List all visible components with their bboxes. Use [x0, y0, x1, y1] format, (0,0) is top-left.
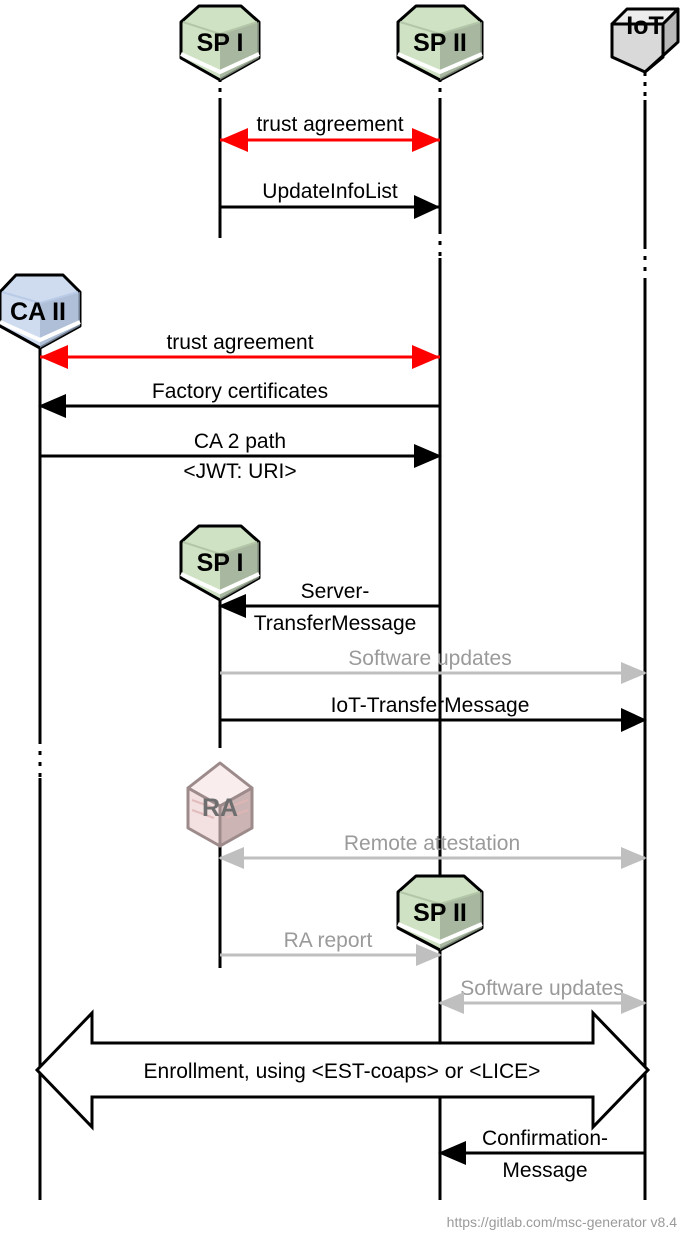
message-sublabel: <JWT: URI> — [183, 460, 296, 483]
message-label: trust agreement — [166, 331, 313, 354]
entity-head-iot: IoT — [610, 7, 680, 74]
message-updateinfolist: UpdateInfoList — [220, 180, 440, 219]
entity-label: SP I — [197, 29, 244, 57]
entity-shape-crease — [1, 291, 79, 305]
message-enrollment-block-arrow: Enrollment, using <EST-coaps> or <LICE> — [34, 1009, 651, 1131]
entity-shape-side — [643, 7, 680, 74]
message-ra-report: RA report — [220, 929, 442, 966]
entity-label: IoT — [626, 12, 664, 40]
message-label: CA 2 path — [194, 430, 286, 453]
arrowhead-right — [621, 662, 647, 684]
block-arrow-shape — [34, 1009, 651, 1131]
message-sublabel: TransferMessage — [254, 612, 417, 635]
entity-head-sp1-second: SP I — [179, 524, 261, 602]
arrowhead-left — [218, 847, 244, 869]
entity-shape-crease — [182, 541, 258, 556]
message-label: trust agreement — [256, 113, 403, 136]
message-confirmation-message: Confirmation- Message — [438, 1127, 645, 1182]
arrowhead-left — [220, 128, 248, 152]
entity-label: SP II — [413, 29, 467, 57]
message-label: IoT-TransferMessage — [331, 694, 530, 717]
message-label: RA report — [284, 929, 373, 952]
message-software-updates-sp1-iot: Software updates — [220, 647, 647, 684]
message-server-transfermessage: Server- TransferMessage — [218, 580, 440, 635]
entity-head-sp1: SP I — [179, 4, 261, 82]
entity-shape-hatch — [191, 799, 249, 819]
arrowhead-left — [438, 1141, 466, 1165]
entity-shape-highlight — [397, 52, 483, 75]
arrowhead-right — [416, 944, 442, 966]
entity-label: SP I — [197, 549, 244, 577]
arrowhead-right — [412, 128, 440, 152]
arrowhead-right — [621, 992, 647, 1014]
entity-label: RA — [202, 794, 238, 822]
message-factory-certificates: Factory certificates — [38, 380, 440, 418]
arrowhead-right — [412, 345, 440, 369]
entity-shape-crease — [182, 21, 258, 36]
entity-head-sp2-second: SP II — [396, 874, 484, 952]
message-software-updates-iot-sp2: Software updates — [438, 977, 647, 1014]
entity-shape-crease — [399, 891, 481, 906]
message-trust-agreement-sp1-sp2: trust agreement — [220, 113, 440, 152]
arrowhead-left — [218, 594, 246, 618]
entity-shape-highlight — [180, 572, 260, 595]
entity-label: CA II — [10, 298, 66, 326]
message-label: Confirmation- — [482, 1127, 608, 1150]
message-trust-agreement-ca2-sp2: trust agreement — [40, 331, 440, 369]
entity-shape-highlight — [180, 52, 260, 75]
entity-head-sp2: SP II — [396, 4, 484, 82]
entity-shape-highlight — [397, 922, 483, 945]
arrowhead-right — [414, 195, 440, 219]
message-label: Remote attestation — [344, 832, 520, 855]
message-sublabel: Message — [502, 1159, 587, 1182]
lifelines — [38, 72, 647, 1200]
arrowhead-right — [621, 847, 647, 869]
message-ca2-path: CA 2 path <JWT: URI> — [40, 430, 442, 483]
entity-head-ra: RA — [186, 761, 254, 848]
arrowhead-left — [38, 394, 66, 418]
entity-shape-crease — [399, 21, 481, 36]
message-label: Enrollment, using <EST-coaps> or <LICE> — [144, 1060, 541, 1083]
message-label: UpdateInfoList — [262, 180, 398, 203]
footer-credit: https://gitlab.com/msc-generator v8.4 — [447, 1214, 678, 1230]
message-label: Software updates — [460, 977, 623, 1000]
entity-head-ca2: CA II — [0, 273, 82, 350]
message-label: Factory certificates — [152, 380, 328, 403]
arrowhead-left — [438, 992, 464, 1014]
entity-shape-highlight — [0, 320, 81, 343]
arrowhead-right — [621, 708, 647, 732]
message-iot-transfermessage: IoT-TransferMessage — [220, 694, 647, 732]
message-remote-attestation: Remote attestation — [218, 832, 647, 869]
arrowhead-left — [40, 345, 68, 369]
message-label: Software updates — [348, 647, 511, 670]
entity-label: SP II — [413, 899, 467, 927]
arrowhead-right — [414, 444, 442, 468]
message-label: Server- — [301, 580, 370, 603]
